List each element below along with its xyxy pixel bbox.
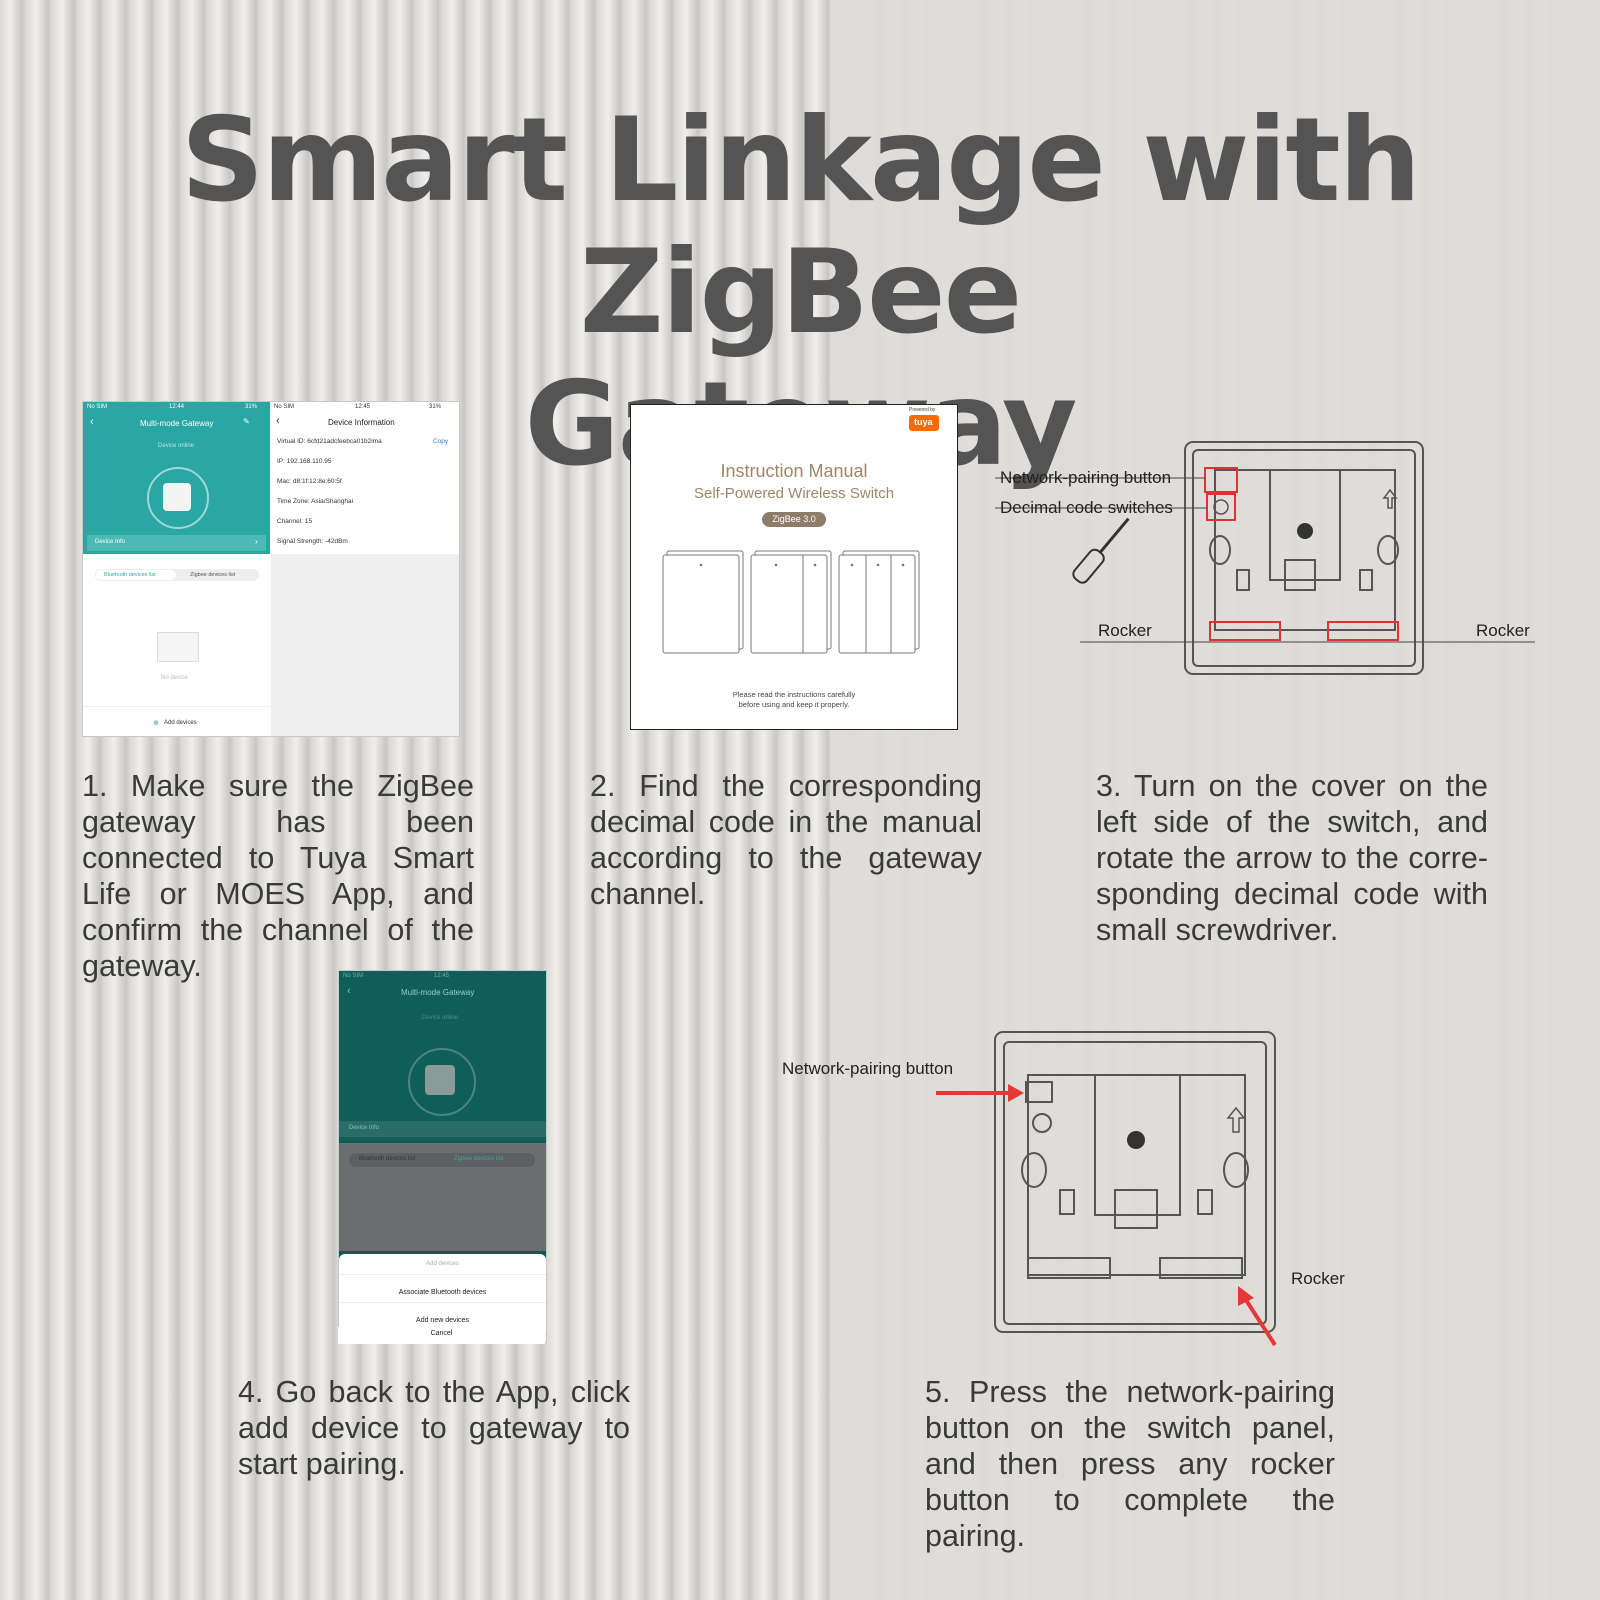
status-bar-carrier: No SIM bbox=[87, 404, 108, 410]
device-online-status: Device online bbox=[158, 443, 195, 449]
manual-footer-2: before using and keep it properly. bbox=[738, 700, 850, 709]
switch-back-diagram-1 bbox=[995, 441, 1535, 675]
phone-screen-gateway: No SIM 12:44 31% ‹ Multi-mode Gateway ✎ … bbox=[83, 402, 270, 736]
app-screenshot-add-devices: No SIM 12:45 ‹ Multi-mode Gateway Device… bbox=[338, 970, 547, 1343]
zigbee-badge-text: ZigBee 3.0 bbox=[772, 514, 816, 524]
tab-zigbee[interactable]: Zigbee devices list bbox=[454, 1156, 504, 1162]
status-bar-battery: 31% bbox=[429, 404, 442, 410]
arrow-to-rocker bbox=[1238, 1286, 1277, 1347]
gateway-device-icon bbox=[425, 1065, 455, 1095]
gateway-device-icon bbox=[163, 483, 191, 511]
label-rocker-right: Rocker bbox=[1476, 621, 1530, 640]
virtual-id-row: Virtual ID: 6cfd21adcfeebca01b2ima bbox=[277, 438, 382, 445]
background-panel bbox=[830, 0, 1600, 1600]
screen-title: Multi-mode Gateway bbox=[401, 988, 475, 997]
manual-footer-1: Please read the instructions carefully bbox=[732, 690, 856, 699]
sheet-title: Add devices bbox=[426, 1261, 459, 1267]
manual-heading: Instruction Manual bbox=[720, 461, 868, 481]
associate-bluetooth-option[interactable]: Associate Bluetooth devices bbox=[398, 1289, 487, 1296]
screen-title: Multi-mode Gateway bbox=[140, 419, 214, 428]
step-3-text: 3. Turn on the cover on the left side of… bbox=[1096, 769, 1488, 947]
tab-bluetooth[interactable]: Bluetooth devices list bbox=[104, 572, 156, 578]
label-rocker-left: Rocker bbox=[1098, 621, 1152, 640]
screen-title: Device Information bbox=[328, 418, 395, 427]
channel-row: Channel: 15 bbox=[277, 518, 313, 525]
label-decimal-code-switches: Decimal code switches bbox=[1000, 498, 1173, 517]
tab-bluetooth[interactable]: Bluetooth devices list bbox=[359, 1156, 416, 1162]
step-2-text: 2. Find the corresponding decimal code i… bbox=[590, 769, 982, 911]
step-1-text: 1. Make sure the ZigBee gateway has been… bbox=[82, 769, 474, 983]
device-info-label: Device Info bbox=[349, 1125, 380, 1131]
app-screenshot-gateway: No SIM 12:44 31% ‹ Multi-mode Gateway ✎ … bbox=[82, 401, 460, 737]
tab-zigbee[interactable]: Zigbee devices list bbox=[190, 572, 236, 578]
copy-link[interactable]: Copy bbox=[433, 438, 449, 445]
add-circle-icon[interactable]: ⊕ bbox=[153, 720, 159, 727]
label-rocker: Rocker bbox=[1291, 1269, 1345, 1288]
edit-icon[interactable]: ✎ bbox=[243, 417, 250, 426]
empty-box-icon bbox=[157, 632, 199, 662]
back-icon[interactable]: ‹ bbox=[347, 985, 351, 997]
timezone-row: Time Zone: Asia/Shanghai bbox=[277, 498, 354, 505]
status-bar-time: 12:45 bbox=[434, 973, 450, 979]
switch-illustration bbox=[662, 550, 920, 654]
chevron-right-icon: › bbox=[255, 537, 258, 546]
status-bar-time: 12:44 bbox=[169, 404, 185, 410]
label-network-pairing-button-1: Network-pairing button bbox=[1000, 468, 1172, 487]
title-line-1: Smart Linkage with ZigBee bbox=[180, 93, 1421, 360]
manual-subheading: Self-Powered Wireless Switch bbox=[693, 485, 895, 502]
device-info-row[interactable] bbox=[87, 535, 266, 551]
gateway-ring bbox=[147, 467, 209, 529]
device-info-label: Device Info bbox=[95, 539, 126, 545]
back-icon[interactable]: ‹ bbox=[90, 416, 94, 428]
status-bar-carrier: No SIM bbox=[274, 404, 295, 410]
zigbee-badge: ZigBee 3.0 bbox=[762, 512, 826, 527]
cancel-button[interactable]: Cancel bbox=[430, 1330, 453, 1337]
back-icon[interactable]: ‹ bbox=[276, 415, 280, 427]
step-5-text: 5. Press the network-pairing button on t… bbox=[925, 1375, 1335, 1553]
signal-row: Signal Strength: -42dBm bbox=[277, 538, 348, 545]
status-bar-time: 12:45 bbox=[355, 404, 371, 410]
tuya-logo: tuya bbox=[909, 415, 939, 431]
device-online-status: Device online bbox=[422, 1015, 459, 1021]
mac-row: Mac: d8:1f:12:8e:60:5f bbox=[277, 478, 342, 485]
status-bar-carrier: No SIM bbox=[343, 973, 364, 979]
switch-back-diagram-2 bbox=[936, 1031, 1277, 1347]
screwdriver-icon bbox=[1072, 517, 1130, 584]
ip-row: IP: 192.168.110.95 bbox=[277, 458, 332, 465]
add-new-devices-option[interactable]: Add new devices bbox=[416, 1317, 469, 1324]
instruction-manual-cover: Powered by tuya Instruction Manual Self-… bbox=[630, 404, 958, 730]
phone-screen-device-info: No SIM 12:45 31% ‹ Device Information Vi… bbox=[271, 402, 459, 736]
device-info-row[interactable] bbox=[339, 1121, 546, 1137]
powered-by-text: Powered by bbox=[909, 407, 936, 413]
label-network-pairing-button-2: Network-pairing button bbox=[782, 1059, 954, 1078]
arrow-to-pairing-button bbox=[936, 1084, 1024, 1102]
add-devices-button[interactable]: Add devices bbox=[164, 720, 197, 726]
status-bar-battery: 31% bbox=[245, 404, 258, 410]
cancel-row: Cancel bbox=[338, 1327, 545, 1344]
tuya-logo-text: tuya bbox=[914, 417, 933, 427]
tab-bluetooth-active[interactable] bbox=[96, 570, 176, 580]
step-4-text: 4. Go back to the App, click add device … bbox=[238, 1375, 630, 1481]
no-device-text: No device bbox=[161, 675, 188, 681]
